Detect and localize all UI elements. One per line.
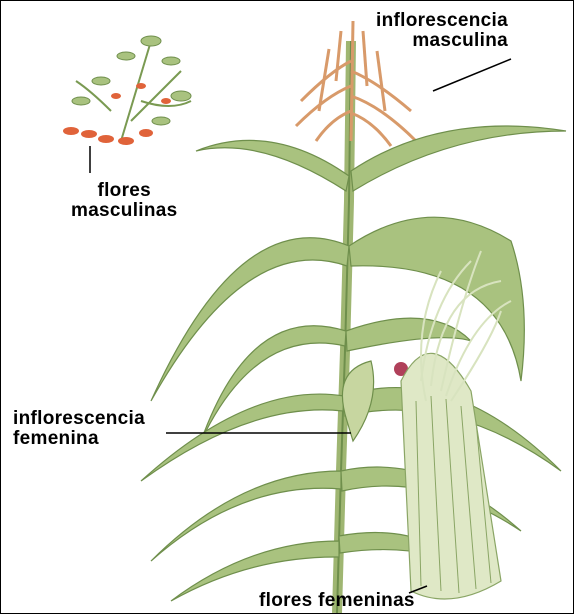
label-line: femenina <box>13 429 145 449</box>
male-flower-clusters <box>63 83 171 145</box>
label-line: inflorescencia <box>13 409 145 429</box>
male-flowers-detail <box>63 36 191 145</box>
label-line: masculina <box>376 31 508 51</box>
label-flores-femeninas: flores femeninas <box>259 591 415 611</box>
label-inflorescencia-femenina: inflorescencia femenina <box>13 409 145 449</box>
leader-inflorescencia-masculina <box>433 59 511 91</box>
label-line: masculinas <box>71 201 178 221</box>
label-line: inflorescencia <box>376 11 508 31</box>
label-line: flores <box>71 181 178 201</box>
label-inflorescencia-masculina: inflorescencia masculina <box>376 11 508 51</box>
label-flores-masculinas: flores masculinas <box>71 181 178 221</box>
